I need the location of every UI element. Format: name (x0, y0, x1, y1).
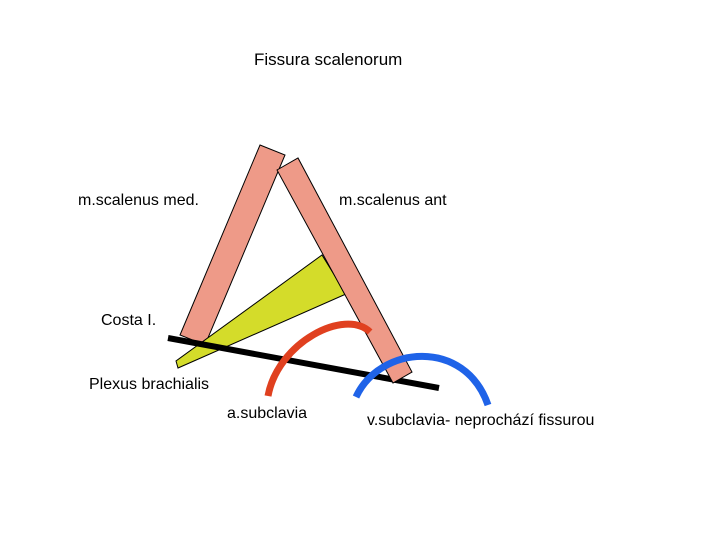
label-v-subclavia: v.subclavia- neprochází fissurou (367, 412, 595, 429)
v-subclavia-arc (352, 353, 492, 407)
label-costa: Costa I. (101, 312, 157, 329)
diagram-title: Fissura scalenorum (254, 50, 403, 69)
label-scalenus-med: m.scalenus med. (78, 192, 199, 209)
label-a-subclavia: a.subclavia (227, 405, 308, 422)
scalenus-ant-muscle (276, 157, 413, 384)
a-subclavia-arc (264, 320, 373, 397)
label-scalenus-ant: m.scalenus ant (339, 192, 447, 209)
label-plexus-brachialis: Plexus brachialis (89, 376, 210, 393)
